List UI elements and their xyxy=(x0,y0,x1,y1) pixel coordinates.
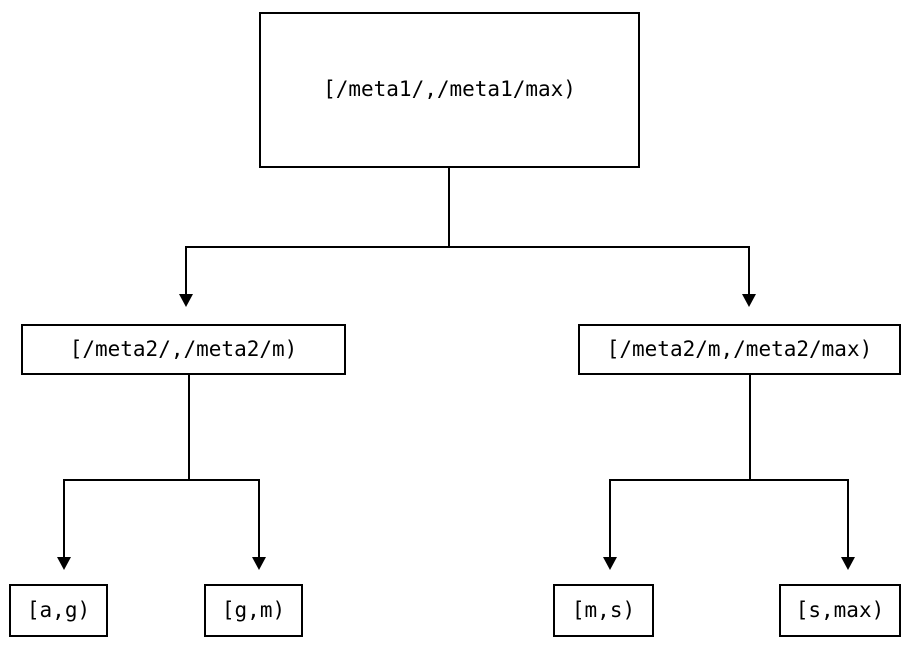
node-root[interactable]: [/meta1/,/meta1/max) xyxy=(259,12,640,168)
node-root-label: [/meta1/,/meta1/max) xyxy=(323,77,576,102)
edge-root-to-mid-right xyxy=(748,246,750,295)
node-mid-left-label: [/meta2/,/meta2/m) xyxy=(69,336,298,361)
arrowhead-to-mid-right-icon xyxy=(742,294,756,307)
edge-mid-left-bus xyxy=(63,479,260,481)
node-leaf-1[interactable]: [a,g) xyxy=(9,584,108,637)
node-leaf-4[interactable]: [s,max) xyxy=(779,584,901,637)
arrowhead-to-leaf-3-icon xyxy=(603,557,617,570)
node-leaf-2-label: [g,m) xyxy=(221,597,286,622)
arrowhead-to-leaf-1-icon xyxy=(57,557,71,570)
node-leaf-3-label: [m,s) xyxy=(571,597,636,622)
edge-mid-right-bus xyxy=(609,479,849,481)
node-leaf-1-label: [a,g) xyxy=(26,597,91,622)
edge-mid-left-to-leaf-2 xyxy=(258,479,260,558)
node-leaf-4-label: [s,max) xyxy=(795,597,885,622)
node-mid-right-label: [/meta2/m,/meta2/max) xyxy=(606,336,873,361)
node-leaf-2[interactable]: [g,m) xyxy=(204,584,303,637)
edge-root-stem xyxy=(448,167,450,248)
arrowhead-to-mid-left-icon xyxy=(179,294,193,307)
node-leaf-3[interactable]: [m,s) xyxy=(553,584,654,637)
node-mid-right[interactable]: [/meta2/m,/meta2/max) xyxy=(578,324,901,375)
node-mid-left[interactable]: [/meta2/,/meta2/m) xyxy=(21,324,346,375)
edge-mid-right-to-leaf-4 xyxy=(847,479,849,558)
edge-root-to-mid-left xyxy=(185,246,187,295)
arrowhead-to-leaf-2-icon xyxy=(252,557,266,570)
edge-mid-left-stem xyxy=(188,375,190,481)
edge-mid-right-stem xyxy=(749,375,751,481)
arrowhead-to-leaf-4-icon xyxy=(841,557,855,570)
edge-mid-right-to-leaf-3 xyxy=(609,479,611,558)
edge-root-bus xyxy=(185,246,750,248)
edge-mid-left-to-leaf-1 xyxy=(63,479,65,558)
